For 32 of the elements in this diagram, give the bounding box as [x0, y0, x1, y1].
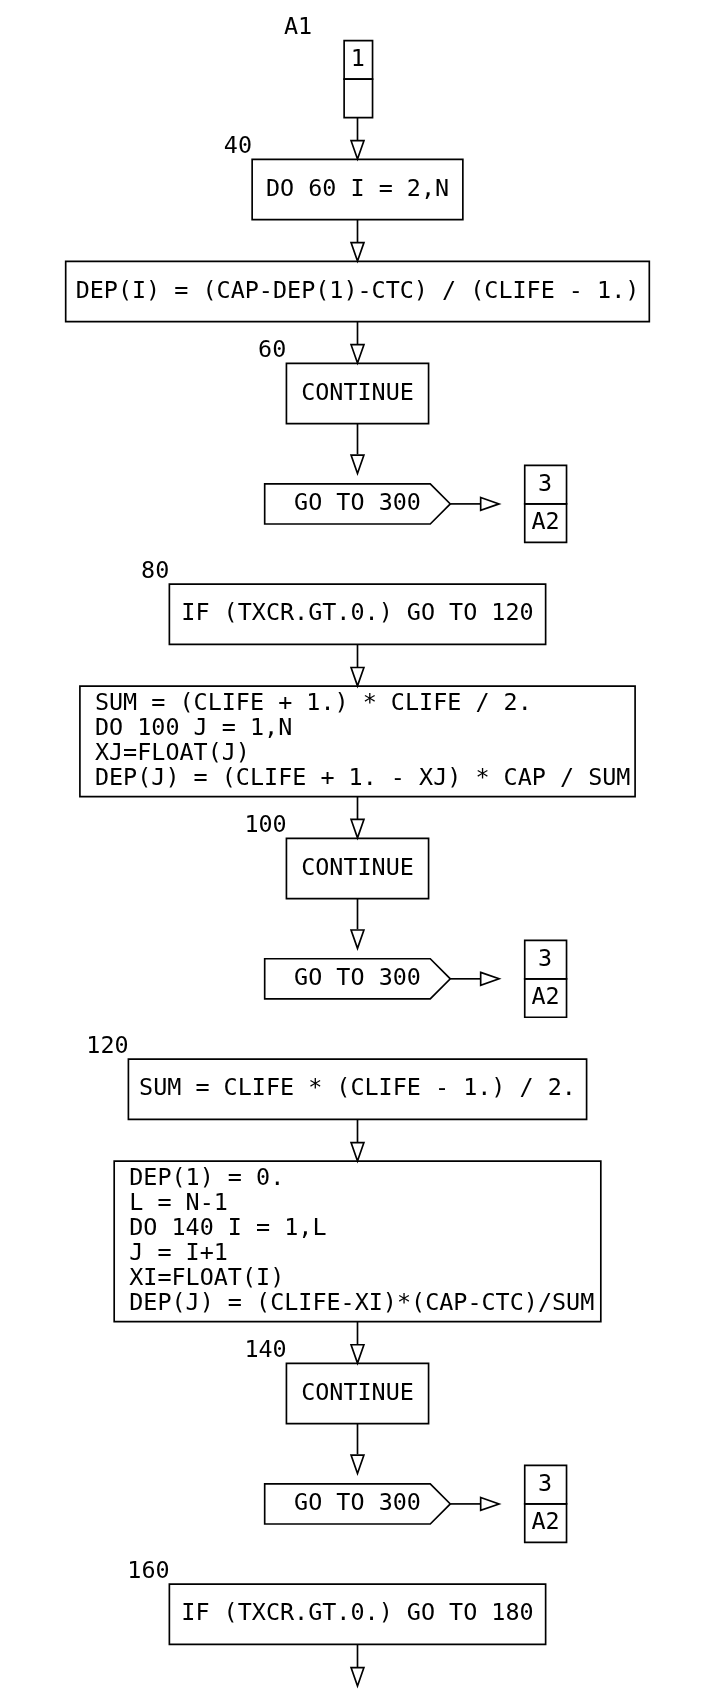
node-box: SUM = CLIFE * (CLIFE - 1.) / 2. — [127, 1058, 588, 1121]
node-box: IF (TXCR.GT.0.) GO TO 120 — [168, 583, 547, 646]
node-box: IF (TXCR.GT.0.) GO TO 180 — [168, 1583, 547, 1646]
node-box: DEP(I) = (CAP-DEP(1)-CTC) / (CLIFE - 1.) — [64, 260, 651, 323]
arrow — [349, 1118, 366, 1164]
arrow — [349, 643, 366, 689]
node-label: 160 — [127, 1555, 170, 1584]
arrow — [349, 1643, 366, 1689]
arrow — [349, 423, 366, 476]
arrow — [349, 1321, 366, 1366]
node-label: 140 — [244, 1335, 287, 1364]
node-label: 80 — [141, 555, 170, 584]
arrow — [449, 1496, 502, 1512]
arrow — [349, 897, 366, 951]
node-label: 40 — [223, 131, 253, 160]
node-box: CONTINUE — [285, 837, 430, 900]
arrow — [449, 971, 502, 987]
node-label: 120 — [86, 1030, 129, 1059]
arrow — [349, 796, 366, 841]
node-label: 100 — [244, 810, 287, 838]
node-label: 60 — [258, 335, 287, 364]
arrow — [349, 320, 366, 366]
node-label: A1 — [284, 12, 313, 41]
arrow — [349, 218, 366, 264]
node-box: CONTINUE — [285, 362, 430, 425]
node-box: DO 60 I = 2,N — [251, 158, 464, 221]
node-box: SUM = (CLIFE + 1.) * CLIFE / 2. DO 100 J = 1,N XJ=FLOAT(J) DEP(J) = (CLIFE + 1. - XJ) * CAP / SUM — [79, 685, 636, 798]
arrow — [449, 496, 502, 512]
arrow — [349, 1423, 366, 1476]
node-box: CONTINUE — [285, 1362, 430, 1425]
node-box: DEP(1) = 0. L = N-1 DO 140 I = 1,L J = I+1 XI=FLOAT(I) DEP(J) = (CLIFE-XI)*(CAP-CTC)/SUM — [113, 1160, 602, 1323]
arrow — [349, 116, 366, 162]
